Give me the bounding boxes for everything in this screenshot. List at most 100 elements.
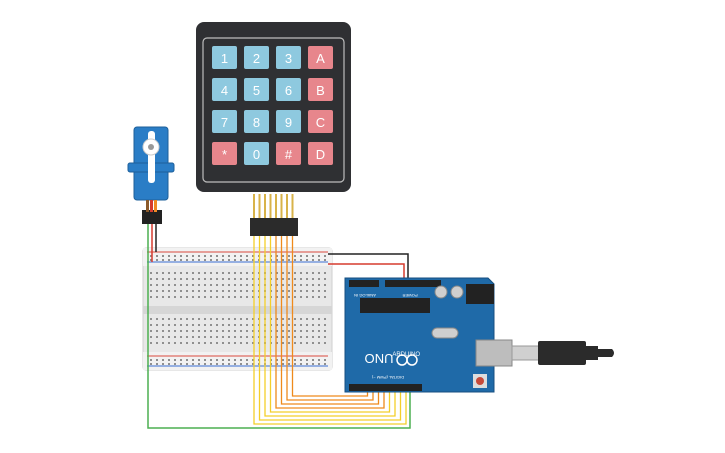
breadboard-hole [306,359,308,361]
keypad-wire[interactable] [264,236,396,417]
breadboard-hole [240,359,242,361]
breadboard-hole [246,330,248,332]
breadboard-hole [186,290,188,292]
keypad-connector [253,194,294,218]
breadboard-hole [150,330,152,332]
breadboard-hole [240,330,242,332]
breadboard-hole [312,278,314,280]
keypad-wire[interactable] [253,236,407,425]
breadboard-hole [156,324,158,326]
breadboard-hole [204,330,206,332]
breadboard-hole [252,296,254,298]
key-c[interactable]: C [308,110,333,133]
breadboard-hole [300,278,302,280]
breadboard-hole [216,278,218,280]
breadboard-hole [324,363,326,365]
breadboard-hole [234,330,236,332]
key-b[interactable]: B [308,78,333,101]
breadboard-hole [198,284,200,286]
breadboard-hole [234,363,236,365]
key-a[interactable]: A [308,46,333,69]
usb-cable[interactable] [511,341,614,365]
key-label: 9 [285,115,292,130]
key-1[interactable]: 1 [212,46,237,69]
key-3[interactable]: 3 [276,46,301,69]
breadboard-hole [198,272,200,274]
breadboard-hole [216,284,218,286]
breadboard-hole [282,318,284,320]
breadboard-hole [240,290,242,292]
breadboard-hole [228,336,230,338]
keypad-wire[interactable] [269,236,391,413]
breadboard-hole [180,330,182,332]
key-hash[interactable]: # [276,142,301,165]
key-7[interactable]: 7 [212,110,237,133]
breadboard-hole [246,342,248,344]
key-0[interactable]: 0 [244,142,269,165]
key-label: # [285,147,293,162]
rail-red-wire[interactable] [328,263,405,278]
breadboard-hole [234,278,236,280]
breadboard-hole [252,278,254,280]
breadboard-hole [150,324,152,326]
breadboard-hole [186,255,188,257]
keypad-wire[interactable] [291,236,369,397]
key-star[interactable]: * [212,142,237,165]
key-5[interactable]: 5 [244,78,269,101]
breadboard-hole [192,284,194,286]
breadboard-hole [312,318,314,320]
breadboard-hole [312,363,314,365]
breadboard-hole [318,272,320,274]
breadboard-hole [234,324,236,326]
breadboard-hole [180,284,182,286]
breadboard-hole [186,363,188,365]
arduino-brand: ARDUINO [392,352,420,358]
key-9[interactable]: 9 [276,110,301,133]
breadboard-hole [204,278,206,280]
breadboard-hole [318,284,320,286]
breadboard-hole [216,342,218,344]
breadboard-hole [306,278,308,280]
breadboard-hole [288,363,290,365]
breadboard-hole [222,296,224,298]
rail-black-wire[interactable] [328,253,409,278]
key-6[interactable]: 6 [276,78,301,101]
breadboard-hole [222,259,224,261]
breadboard[interactable] [142,247,333,371]
breadboard-hole [210,359,212,361]
breadboard-hole [216,363,218,365]
breadboard-hole [180,324,182,326]
keypad-wire[interactable] [275,236,385,409]
breadboard-hole [246,290,248,292]
breadboard-hole [276,255,278,257]
breadboard-hole [294,363,296,365]
key-2[interactable]: 2 [244,46,269,69]
breadboard-hole [180,272,182,274]
breadboard-hole [306,272,308,274]
arduino-uno[interactable]: ARDUINO UNO POWER ANALOG IN DIGITAL (PWM… [344,277,513,393]
breadboard-hole [186,359,188,361]
breadboard-hole [222,342,224,344]
breadboard-hole [180,359,182,361]
key-d[interactable]: D [308,142,333,165]
breadboard-hole [156,336,158,338]
breadboard-hole [210,296,212,298]
breadboard-hole [174,342,176,344]
breadboard-hole [282,324,284,326]
keypad-wire[interactable] [280,236,380,405]
connector-pin [291,194,294,218]
keypad-wire[interactable] [258,236,402,421]
breadboard-hole [228,330,230,332]
breadboard-hole [162,290,164,292]
key-4[interactable]: 4 [212,78,237,101]
servo-motor[interactable] [127,126,175,224]
breadboard-hole [240,342,242,344]
keypad-wire[interactable] [286,236,374,401]
servo-signal-wire[interactable] [147,222,411,429]
breadboard-hole [312,272,314,274]
breadboard-hole [216,255,218,257]
key-8[interactable]: 8 [244,110,269,133]
breadboard-hole [168,278,170,280]
